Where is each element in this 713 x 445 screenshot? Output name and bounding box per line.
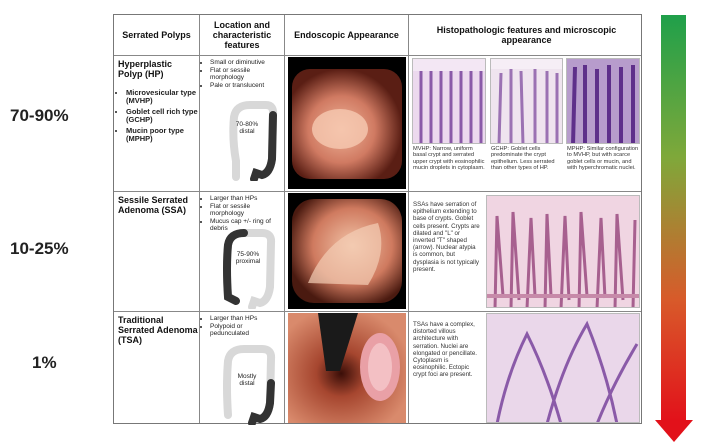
note-mvhp: MVHP: Narrow, uniform basal crypt and se… [413, 146, 485, 172]
histology-tsa [486, 313, 640, 423]
endoscopy-image-tsa [288, 313, 406, 423]
feature-item: Larger than HPs [210, 315, 282, 322]
feature-item: Flat or sessile morphology [210, 67, 282, 81]
subtype-mvhp: Microvesicular type (MVHP) [126, 89, 198, 105]
colon-diagram-distal-icon [229, 101, 278, 181]
histology-gchp [490, 58, 563, 144]
row-title-ssa: Sessile Serrated Adenoma (SSA) [118, 195, 189, 215]
hp-subtypes: Microvesicular type (MVHP) Goblet cell r… [116, 89, 198, 143]
pct-ssa: 10-25% [10, 239, 69, 258]
ssa-features: Larger than HPs Flat or sessile morpholo… [202, 195, 282, 232]
hp-features: Small or diminutive Flat or sessile morp… [202, 59, 282, 89]
row-title-tsa: Traditional Serrated Adenoma (TSA) [118, 315, 198, 345]
feature-item: Flat or sessile morphology [210, 203, 282, 217]
row-title-hp: Hyperplastic Polyp (HP) [118, 59, 173, 79]
colon-label-tsa: Mostly distal [237, 373, 257, 387]
pct-tsa: 1% [32, 353, 57, 372]
header-endoscopic: Endoscopic Appearance [294, 30, 399, 40]
feature-item: Pale or translucent [210, 82, 282, 89]
subtype-gchp: Goblet cell rich type (GCHP) [126, 108, 198, 124]
header-serrated-polyps: Serrated Polyps [122, 30, 191, 40]
feature-item: Small or diminutive [210, 59, 282, 66]
note-tsa: TSAs have a complex, distorted villous a… [413, 321, 477, 379]
endoscopy-image-ssa [288, 193, 406, 309]
header-location: Location and characteristic features [212, 20, 272, 50]
header-histopathologic: Histopathologic features and microscopic… [436, 25, 617, 45]
histology-ssa [486, 195, 640, 308]
feature-item: Mucus cap +/- ring of debris [210, 218, 282, 232]
endoscopy-image-hp [288, 57, 406, 189]
note-gchp: GCHP: Goblet cells predominate the crypt… [491, 146, 555, 172]
note-ssa: SSAs have serration of epithelium extend… [413, 201, 480, 273]
colon-label-hp: 70-80% distal [235, 121, 259, 135]
histology-mvhp [412, 58, 486, 144]
colon-label-ssa: 75-90% proximal [235, 251, 261, 265]
serrated-polyps-table: Serrated Polyps Location and characteris… [113, 14, 642, 425]
frequency-gradient-arrow [661, 15, 686, 422]
feature-item: Polypoid or pedunculated [210, 323, 282, 337]
subtype-mphp: Mucin poor type (MPHP) [126, 127, 198, 143]
note-mphp: MPHP: Similar configuration to MVHP, but… [567, 146, 639, 172]
colon-diagram-proximal-icon [223, 229, 276, 309]
tsa-features: Larger than HPs Polypoid or pedunculated [202, 315, 282, 337]
pct-hp: 70-90% [10, 106, 69, 125]
colon-diagram-mostly-distal-icon [223, 345, 276, 425]
feature-item: Larger than HPs [210, 195, 282, 202]
histology-mphp [566, 58, 640, 144]
arrow-down-icon [655, 420, 693, 442]
